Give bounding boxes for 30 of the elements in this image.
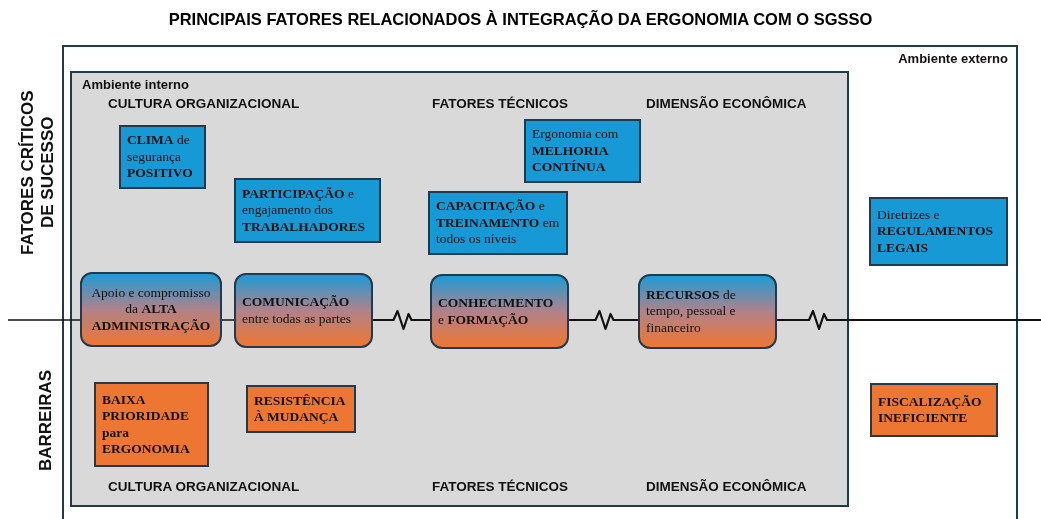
success-factor-box: Diretrizes e REGULAMENTOS LEGAIS bbox=[869, 197, 1008, 266]
column-heading: CULTURA ORGANIZACIONAL bbox=[108, 96, 300, 111]
success-factor-box: CAPACITAÇÃO e TREINAMENTO em todos os níveis bbox=[428, 191, 568, 255]
connector-line bbox=[7, 319, 81, 321]
success-factor-box: Ergonomia com MELHORIA CONTÍNUA bbox=[524, 119, 641, 183]
column-heading: DIMENSÃO ECONÔMICA bbox=[646, 479, 807, 494]
spring-connector bbox=[777, 309, 1041, 331]
shared-factor-box: COMUNICAÇÃO entre todas as partes bbox=[234, 273, 373, 348]
column-heading: DIMENSÃO ECONÔMICA bbox=[646, 96, 807, 111]
column-heading: FATORES TÉCNICOS bbox=[432, 479, 568, 494]
column-heading: CULTURA ORGANIZACIONAL bbox=[108, 479, 300, 494]
shared-factor-box: Apoio e compromisso da ALTA ADMINISTRAÇÃO bbox=[80, 272, 222, 347]
row-heading: BARREIRAS bbox=[36, 368, 56, 473]
shared-factor-box: RECURSOS de tempo, pessoal e financeiro bbox=[638, 274, 777, 349]
environment-panel bbox=[62, 45, 1018, 519]
success-factor-box: PARTICIPAÇÃO e engajamento dos TRABALHADORES bbox=[234, 178, 381, 243]
spring-connector bbox=[373, 309, 430, 331]
panel-heading: Ambiente externo bbox=[898, 51, 1008, 66]
panel-heading: Ambiente interno bbox=[82, 77, 189, 92]
barrier-box: BAIXA PRIORIDADE para ERGONOMIA bbox=[94, 382, 209, 467]
environment-panel bbox=[70, 71, 849, 507]
success-factor-box: CLIMA de segurança POSITIVO bbox=[119, 125, 206, 189]
barrier-box: FISCALIZAÇÃO INEFICIENTE bbox=[870, 383, 998, 437]
row-heading: FATORES CRÍTICOS DE SUCESSO bbox=[18, 89, 59, 257]
shared-factor-box: CONHECIMENTO e FORMAÇÃO bbox=[430, 274, 569, 349]
barrier-box: RESISTÊNCIA À MUDANÇA bbox=[246, 385, 356, 433]
column-heading: FATORES TÉCNICOS bbox=[432, 96, 568, 111]
spring-connector bbox=[569, 309, 638, 331]
connector-line bbox=[221, 319, 235, 321]
diagram-title: PRINCIPAIS FATORES RELACIONADOS À INTEGRAÇÃO DA ERGONOMIA COM O SGSSO bbox=[167, 10, 874, 29]
